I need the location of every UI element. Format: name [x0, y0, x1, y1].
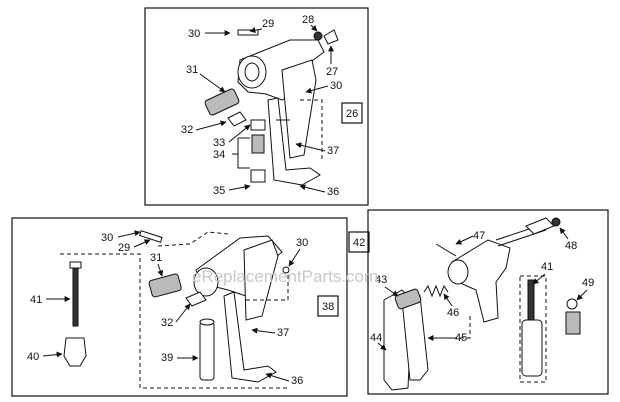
callout: 39: [161, 352, 173, 364]
callout: 30: [188, 28, 200, 40]
callout: 41: [541, 261, 553, 273]
callout: 36: [291, 375, 303, 387]
callout: 40: [27, 351, 39, 363]
callout: 37: [327, 145, 339, 157]
panel-bottom-left-frame: [11, 217, 348, 397]
ref-label-bottom-left: 38: [322, 301, 334, 313]
callout: 37: [277, 327, 289, 339]
ref-label-top: 26: [346, 108, 358, 120]
callout: 43: [375, 274, 387, 286]
callout: 49: [582, 277, 594, 289]
callout: 32: [161, 317, 173, 329]
watermark: eReplacementParts.com: [192, 267, 378, 286]
ref-box-bottom-left: [317, 295, 339, 317]
callout: 31: [150, 252, 162, 264]
callout: 45: [455, 332, 467, 344]
callout: 44: [370, 332, 382, 344]
callout: 33: [213, 137, 225, 149]
callout: 27: [326, 66, 338, 78]
callout: 31: [186, 64, 198, 76]
ref-box-top: [341, 102, 363, 124]
spray-gun-bottom-right: [383, 217, 581, 391]
callout: 41: [30, 294, 42, 306]
callout: 47: [473, 230, 485, 242]
spray-gun-top: [204, 29, 339, 186]
panel-bottom-right-frame: [367, 209, 609, 395]
ref-label-bottom-right: 42: [353, 237, 365, 249]
callout: 29: [118, 242, 130, 254]
callout: 30: [330, 80, 342, 92]
callout: 30: [296, 237, 308, 249]
spray-gun-bottom-left: [60, 230, 290, 389]
callout: 34: [213, 149, 225, 161]
callouts-bottom-right: 47 48 43 41 49 46 44 45: [370, 227, 594, 351]
callouts-bottom-left: 30 29 30 31 41 32 37 39 40 36: [27, 230, 308, 387]
panel-top-frame: [144, 7, 369, 206]
callout: 29: [262, 18, 274, 30]
callout: 32: [181, 124, 193, 136]
callout: 46: [447, 307, 459, 319]
ref-box-bottom-right: [348, 231, 370, 253]
callout: 36: [327, 186, 339, 198]
callout: 48: [565, 240, 577, 252]
callout: 30: [101, 232, 113, 244]
callout: 35: [213, 185, 225, 197]
callouts-top: 30 29 28 27 31 30 32 33 34 37 35 36: [181, 14, 342, 198]
callout: 28: [302, 14, 314, 26]
